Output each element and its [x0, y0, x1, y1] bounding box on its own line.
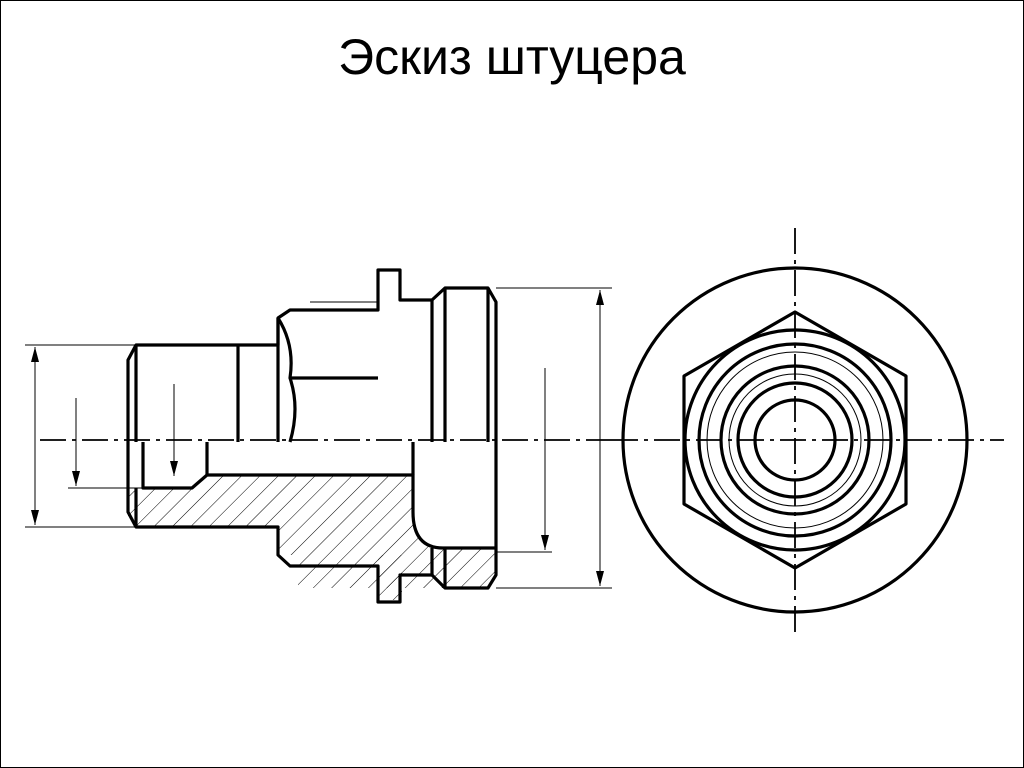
section-hatch-main [128, 475, 496, 588]
section-hatch-collar [378, 555, 402, 600]
dimension-right-mid [541, 368, 549, 550]
dimension-left-outer [31, 347, 39, 525]
front-contour [126, 268, 498, 604]
dimension-right-outer [596, 290, 604, 586]
dimension-left-inner [72, 398, 80, 486]
slide-title: Эскиз штуцера [338, 29, 686, 85]
side-view [612, 228, 1004, 634]
internal-bore [141, 442, 496, 550]
hex-face-top [276, 317, 297, 443]
dimension-bore-small [170, 384, 178, 476]
front-view [25, 268, 612, 604]
